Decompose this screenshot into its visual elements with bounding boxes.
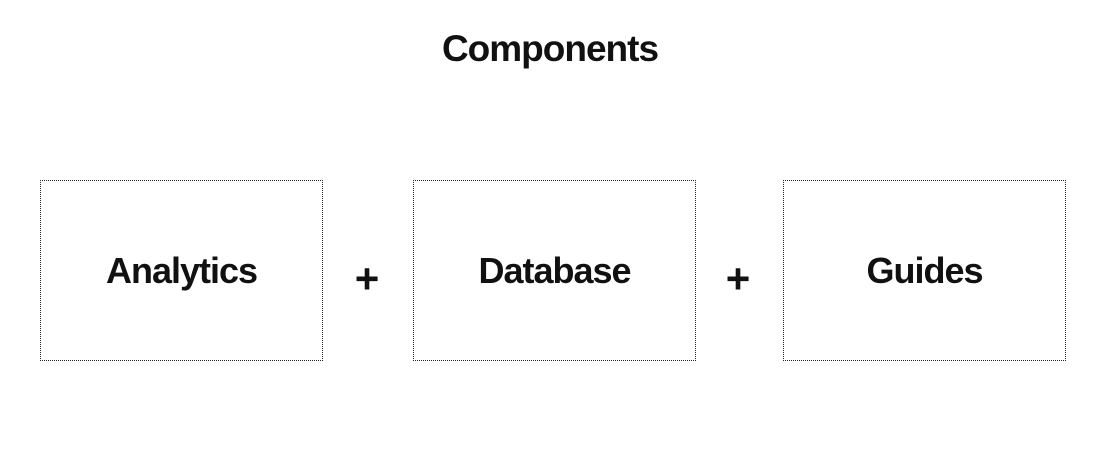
component-box-database: Database bbox=[413, 180, 696, 361]
component-label: Database bbox=[478, 249, 631, 291]
plus-operator: + bbox=[354, 255, 380, 302]
component-label: Analytics bbox=[105, 249, 258, 291]
component-box-analytics: Analytics bbox=[40, 180, 323, 361]
component-box-guides: Guides bbox=[783, 180, 1066, 361]
plus-operator: + bbox=[725, 255, 751, 302]
component-label: Guides bbox=[866, 249, 983, 291]
diagram-title: Components bbox=[441, 28, 659, 69]
